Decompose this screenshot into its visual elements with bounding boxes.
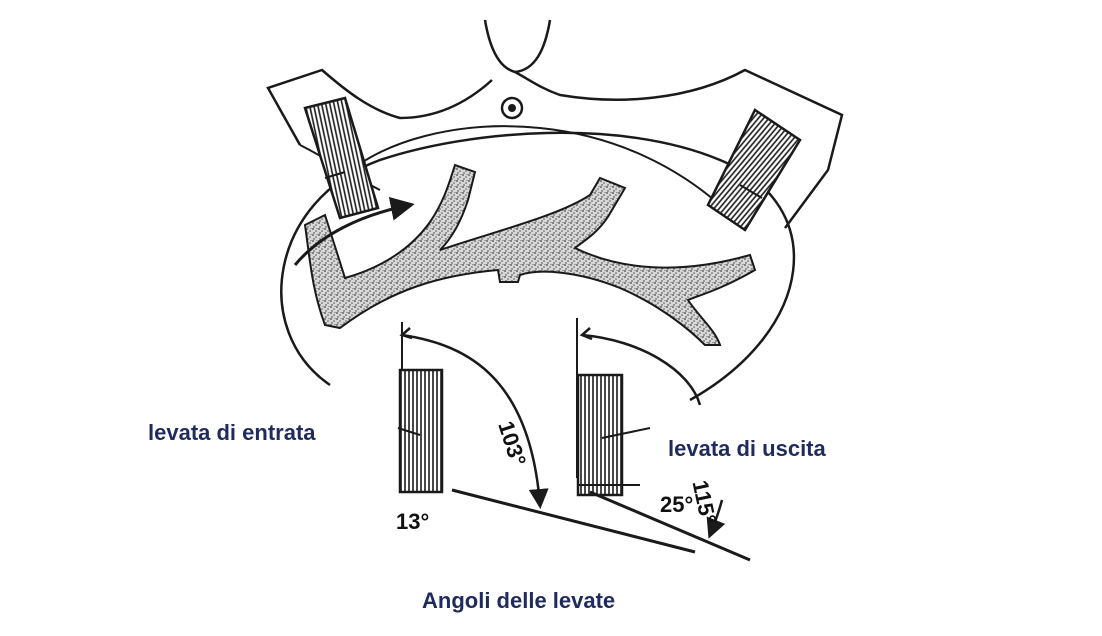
oval-outline — [280, 131, 796, 402]
exit-pallet-label: levata di uscita — [668, 436, 826, 461]
pallet-fork-body — [266, 19, 844, 229]
entry-impulse-line — [451, 488, 696, 554]
exit-pointer-line — [601, 427, 651, 439]
exit-arc-115 — [581, 333, 702, 406]
entry-pallet-stone-top — [303, 96, 380, 220]
entry-pallet-label: levata di entrata — [148, 420, 316, 445]
entry-angle-label: 13° — [396, 509, 430, 534]
caption: Angoli delle levate — [422, 588, 616, 613]
entry-pointer-line — [397, 427, 421, 436]
entry-arc-103 — [401, 333, 549, 509]
exit-pallet-stone-top — [706, 108, 802, 232]
fork-inner-curve — [339, 125, 721, 206]
exit-impulse-line — [589, 490, 751, 562]
rotation-arrow — [293, 197, 415, 266]
exit-angle-label: 25° — [660, 492, 694, 517]
escape-wheel-segment — [303, 163, 757, 346]
